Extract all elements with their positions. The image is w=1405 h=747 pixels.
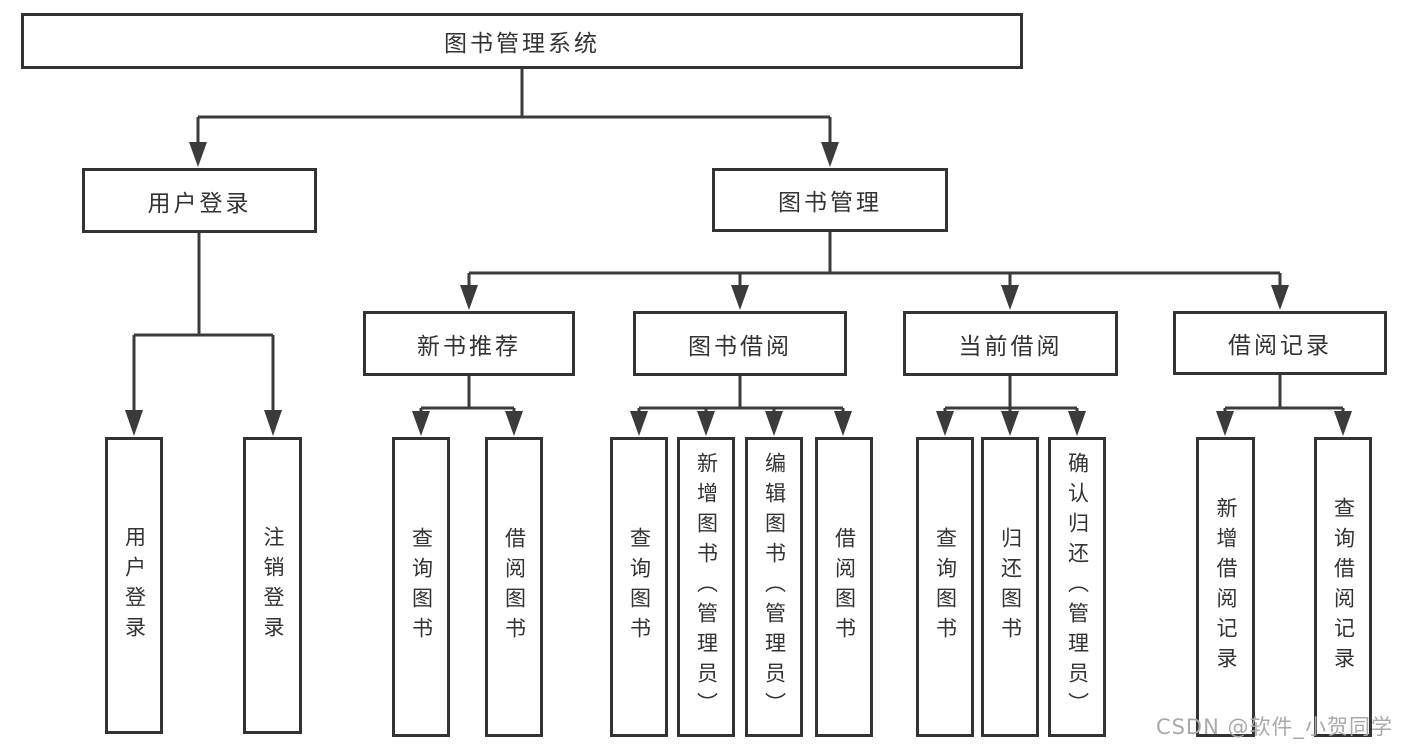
csdn-watermark: CSDN @软件_小贺同学	[1155, 715, 1393, 739]
node-label: 借阅图书	[832, 527, 857, 647]
connector-book-borrow-children	[630, 376, 852, 436]
node-return-books: 归还图书	[981, 437, 1039, 737]
node-current-borrow: 当前借阅	[903, 311, 1118, 376]
node-label: 查询图书	[627, 527, 652, 647]
connector-book-management-children	[460, 232, 1289, 310]
node-query-borrow-record: 查询借阅记录	[1314, 437, 1372, 737]
node-add-books-admin: 新增图书（管理员）	[677, 437, 735, 737]
node-book-borrow: 图书借阅	[633, 311, 847, 376]
node-label: 查询借阅记录	[1331, 497, 1356, 677]
node-confirm-return-admin: 确认归还（管理员）	[1048, 437, 1106, 737]
node-query-books: 查询图书	[610, 437, 668, 737]
node-borrow-books: 借阅图书	[815, 437, 873, 737]
node-user-login: 用户登录	[82, 168, 317, 233]
node-new-book-recommend: 新书推荐	[363, 311, 575, 376]
node-borrow-books: 借阅图书	[485, 437, 543, 737]
node-logout-leaf: 注销登录	[243, 437, 302, 734]
connector-borrow-records-children	[1216, 375, 1352, 436]
node-label: 注销登录	[261, 525, 285, 646]
node-query-books: 查询图书	[916, 437, 974, 737]
node-label: 归还图书	[998, 527, 1023, 647]
node-book-management: 图书管理	[712, 168, 948, 232]
connector-current-borrow-children	[936, 376, 1086, 436]
node-edit-books-admin: 编辑图书（管理员）	[745, 437, 803, 737]
node-label: 新增借阅记录	[1214, 497, 1238, 677]
node-root: 图书管理系统	[21, 13, 1023, 69]
node-label: 新增图书（管理员）	[694, 452, 719, 722]
node-label: 用户登录	[122, 525, 147, 646]
node-label: 编辑图书（管理员）	[762, 452, 787, 722]
node-label: 查询图书	[409, 527, 434, 647]
node-query-books: 查询图书	[392, 437, 450, 737]
connector-user-login-children	[125, 233, 282, 436]
node-user-login-leaf: 用户登录	[105, 437, 163, 734]
node-label: 借阅图书	[502, 527, 527, 647]
node-borrow-records: 借阅记录	[1173, 311, 1387, 375]
node-label: 查询图书	[933, 527, 958, 647]
connector-root-to-level2	[189, 69, 839, 167]
node-label: 确认归还（管理员）	[1065, 452, 1090, 722]
connector-new-book-recommend-children	[412, 376, 523, 436]
node-add-borrow-record: 新增借阅记录	[1196, 437, 1255, 737]
